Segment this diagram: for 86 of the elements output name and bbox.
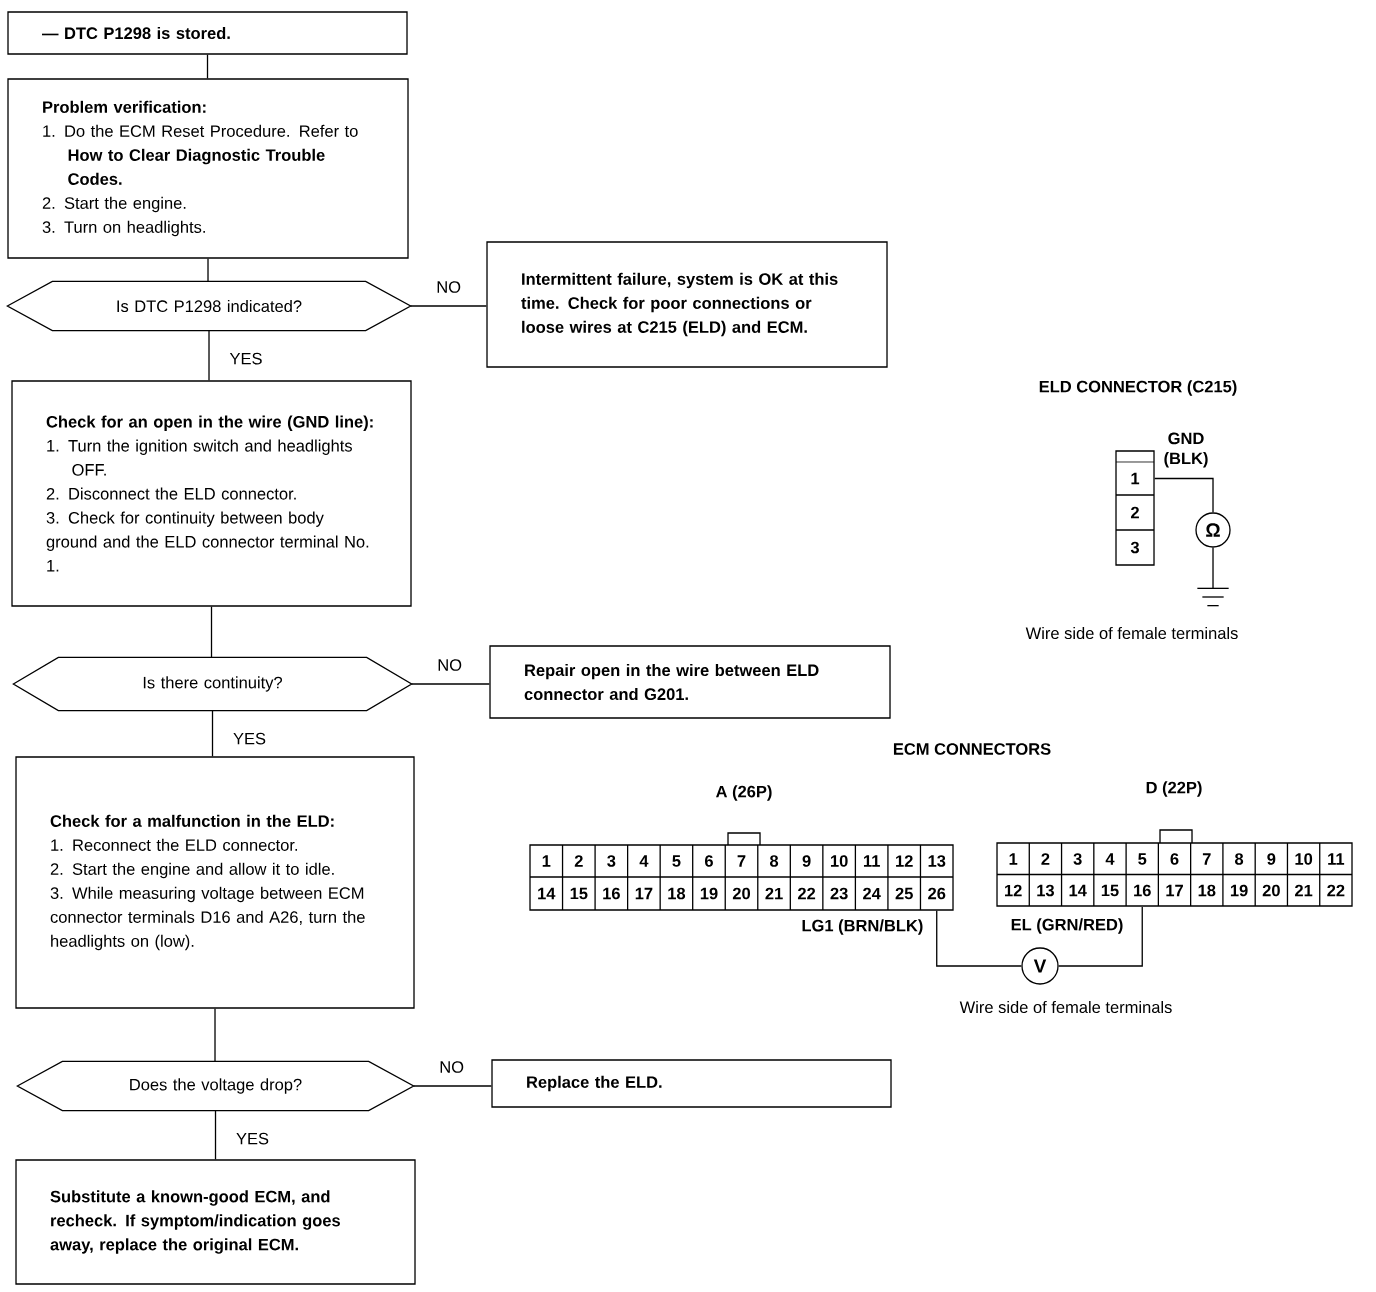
drawing-title: A (26P) (716, 785, 772, 801)
pin-number: 2 (1041, 853, 1050, 865)
pin-number: 21 (765, 887, 783, 900)
process-box: Intermittent failure, system is OK at this time. Check for poor connections or loose wires at C215 (ELD) and ECM. (486, 241, 888, 368)
pin-number: 19 (1230, 884, 1248, 897)
process-box: — DTC P1298 is stored. (7, 11, 408, 55)
ground-symbol (1196, 587, 1230, 607)
pin-number: 17 (1166, 884, 1183, 897)
drawing-note: Wire side of female terminals (959, 1000, 1172, 1014)
pin-number: 5 (672, 855, 681, 867)
process-box: Problem verification: 1. Do the ECM Reset Procedure. Refer to How to Clear Diagnostic Trouble Codes. 2. Start the engine. 3. Turn on headlights. (7, 78, 409, 259)
connector-line (410, 305, 487, 307)
connector-line (411, 683, 490, 685)
wire (1212, 547, 1214, 589)
pin-number: 16 (603, 887, 620, 900)
connector-line (214, 1008, 216, 1062)
edge-label: YES (235, 1131, 270, 1146)
connector-line (207, 258, 209, 282)
pin-number: 20 (1262, 884, 1280, 897)
pin-number: 17 (635, 887, 653, 900)
pin-number: 1 (1131, 472, 1140, 485)
pin-number: 4 (1105, 853, 1115, 865)
pin-number: 8 (1235, 853, 1244, 865)
pin-number: 23 (830, 887, 848, 900)
edge-label: NO (435, 280, 463, 294)
wire (1154, 477, 1214, 513)
pin-number: 5 (1138, 853, 1147, 865)
connector-line (206, 54, 209, 79)
pin-number: 9 (802, 855, 811, 867)
pin-number: 13 (1037, 884, 1054, 897)
edge-label: YES (232, 731, 267, 746)
pin-number: 15 (1101, 884, 1119, 897)
process-box: Check for a malfunction in the ELD: 1. Reconnect the ELD connector. 2. Start the engine and allow it to idle. 3. While measuring voltage between ECM connector terminals D16 and A26, turn the headlights on (low). (15, 756, 415, 1009)
edge-label: YES (228, 351, 264, 366)
pin-number: 12 (1005, 884, 1022, 897)
connector-line (208, 330, 210, 381)
pin-number: 3 (1130, 541, 1139, 554)
pin-number: 13 (928, 855, 946, 867)
edge-label: NO (436, 658, 464, 672)
pin-number: 7 (1202, 853, 1211, 865)
pin-number: 22 (797, 887, 816, 900)
pin-number: 10 (831, 855, 848, 867)
pin-number: 10 (1295, 853, 1313, 865)
pin-number: 2 (1131, 506, 1139, 519)
pin-number: 15 (570, 887, 588, 900)
pin-number: 18 (668, 887, 686, 900)
drawing-title: ECM CONNECTORS (893, 743, 1051, 755)
wire (936, 910, 1022, 967)
pin-number: 14 (1069, 884, 1087, 897)
pin-number: 3 (607, 855, 616, 867)
pin-number: 6 (705, 855, 713, 867)
process-box: Check for an open in the wire (GND line): 1. Turn the ignition switch and headlights OFF. 2. Disconnect the ELD connector. 3. Check for continuity between body ground and the ELD connector terminal No. 1. (11, 380, 412, 607)
pin-number: 7 (737, 855, 746, 867)
pin-number: 24 (863, 887, 881, 900)
process-box: Repair open in the wire between ELD connector and G201. (489, 645, 891, 719)
pin-number: 21 (1295, 884, 1313, 897)
pin-number: 16 (1134, 884, 1151, 897)
connector-line (210, 606, 213, 658)
pin-number: 26 (928, 887, 946, 900)
pin-number: 2 (574, 855, 583, 867)
edge-label: NO (438, 1060, 466, 1074)
wire (1058, 906, 1143, 967)
pin-number: 9 (1267, 853, 1276, 865)
process-box: Substitute a known-good ECM, and recheck. If symptom/indication goes away, replace the original ECM. (15, 1159, 416, 1285)
connector-line (211, 710, 214, 757)
pin-number: 19 (700, 887, 718, 900)
pin-number: 14 (538, 887, 556, 900)
drawing-title: ELD CONNECTOR (C215) (1039, 380, 1237, 396)
pin-number: 1 (1009, 853, 1018, 865)
pin-number: 4 (639, 855, 649, 867)
process-box: Replace the ELD. (491, 1059, 892, 1108)
pin-number: 3 (1073, 853, 1082, 865)
pin-number: 6 (1170, 853, 1179, 865)
pin-number: 1 (542, 855, 551, 867)
pin-number: 25 (895, 887, 913, 900)
pin-number: 11 (864, 855, 880, 867)
pin-number: 20 (732, 887, 750, 900)
pin-number: 11 (1328, 853, 1345, 865)
pin-number: 22 (1327, 884, 1345, 897)
connector-line (214, 1110, 217, 1160)
drawing-title: D (22P) (1146, 781, 1202, 797)
connector-line (413, 1085, 492, 1087)
pin-number: 18 (1198, 884, 1216, 897)
pin-number: 8 (770, 855, 779, 867)
pin-number: 12 (896, 855, 913, 867)
drawing-title: LG1 (BRN/BLK) (802, 919, 923, 935)
